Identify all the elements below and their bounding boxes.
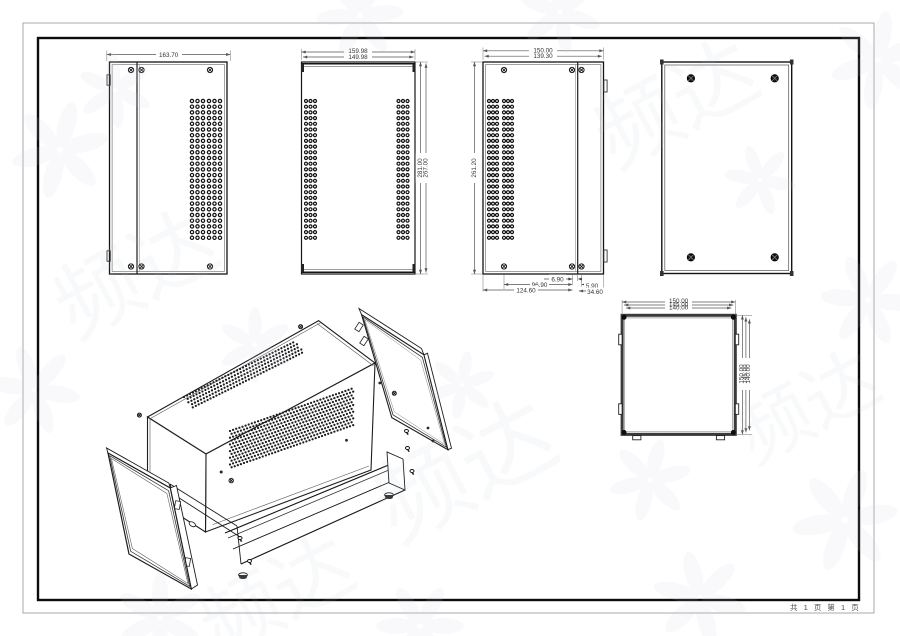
svg-text:145.00: 145.00	[669, 301, 689, 308]
svg-text:5.90: 5.90	[586, 283, 599, 290]
svg-text:124.60: 124.60	[516, 287, 536, 294]
svg-text:267.00: 267.00	[423, 158, 430, 178]
svg-text:34.60: 34.60	[587, 289, 603, 296]
svg-text:261.20: 261.20	[471, 158, 478, 178]
svg-text:149.98: 149.98	[348, 54, 368, 61]
svg-text:139.30: 139.30	[533, 53, 553, 60]
svg-text:140.00: 140.00	[669, 305, 689, 312]
svg-text:159.98: 159.98	[348, 48, 368, 55]
svg-text:150.00: 150.00	[739, 364, 746, 384]
svg-text:281.00: 281.00	[417, 158, 424, 178]
svg-text:150.00: 150.00	[669, 298, 689, 305]
svg-text:163.70: 163.70	[159, 52, 179, 59]
svg-text:共 1 页 第 1 页: 共 1 页 第 1 页	[790, 602, 861, 612]
svg-text:140.00: 140.00	[745, 364, 752, 384]
svg-text:145.00: 145.00	[742, 364, 749, 384]
svg-text:96.90: 96.90	[532, 282, 548, 289]
svg-text:150.00: 150.00	[533, 48, 553, 55]
svg-text:6.90: 6.90	[551, 277, 564, 284]
